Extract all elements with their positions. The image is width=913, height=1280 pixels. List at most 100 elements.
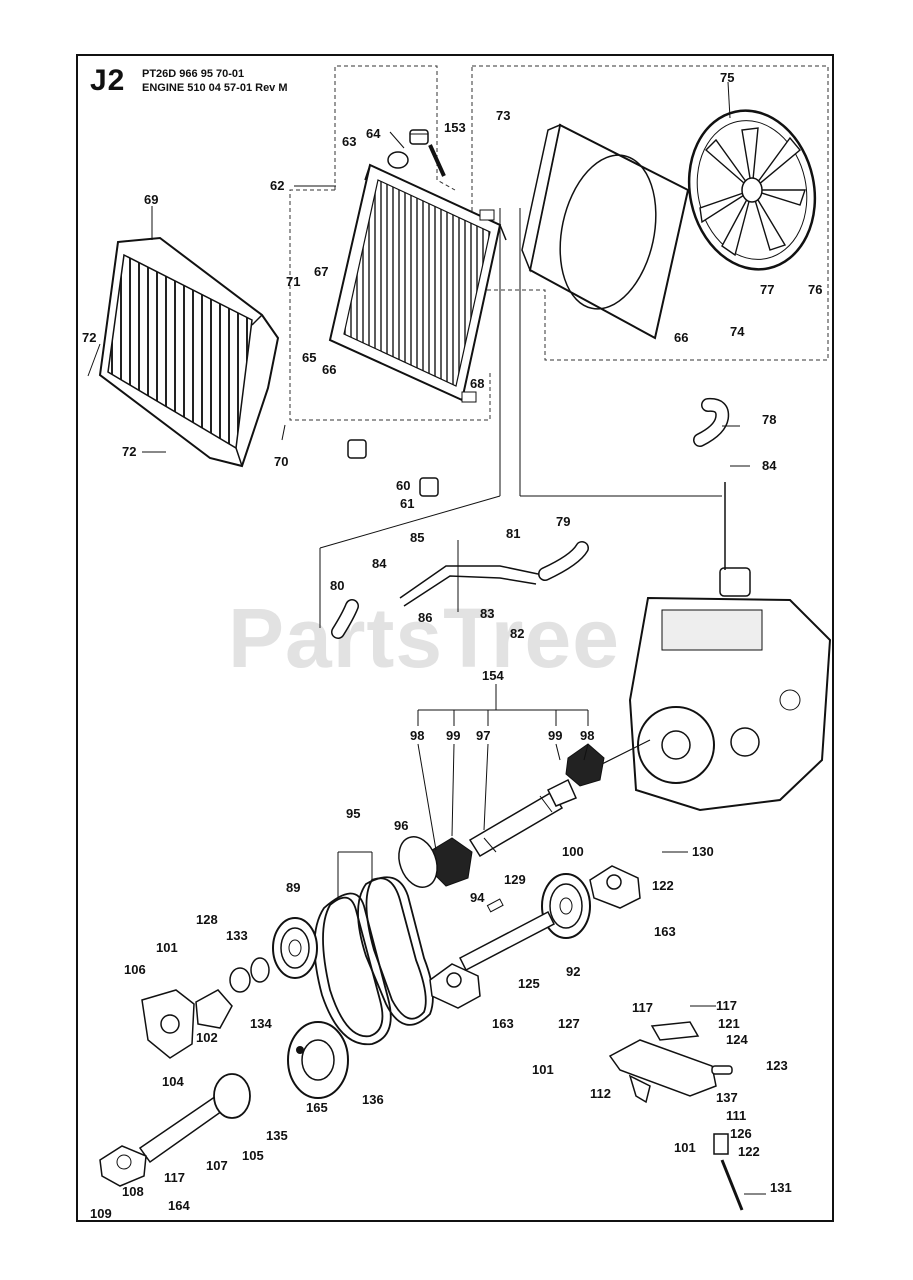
- callout-133: 133: [226, 928, 248, 943]
- idler-shaft: [458, 898, 556, 972]
- callout-99: 99: [446, 728, 460, 743]
- callout-70: 70: [274, 454, 288, 469]
- model-line: PT26D 966 95 70-01: [142, 68, 245, 80]
- callout-136: 136: [362, 1092, 384, 1107]
- callout-62: 62: [270, 178, 284, 193]
- callout-72: 72: [82, 330, 96, 345]
- callout-75: 75: [720, 70, 734, 85]
- callout-163: 163: [492, 1016, 514, 1031]
- callout-153: 153: [444, 120, 466, 135]
- callout-76: 76: [808, 282, 822, 297]
- callout-64: 64: [366, 126, 381, 141]
- callout-124: 124: [726, 1032, 748, 1047]
- flex-coupling: [429, 743, 605, 887]
- dashed-group-boxes: [289, 65, 829, 421]
- callout-101: 101: [674, 1140, 696, 1155]
- drive-belts: [313, 876, 434, 1046]
- callout-95: 95: [346, 806, 360, 821]
- callout-77: 77: [760, 282, 774, 297]
- callout-98: 98: [580, 728, 594, 743]
- callout-125: 125: [518, 976, 540, 991]
- callout-63: 63: [342, 134, 356, 149]
- callout-101: 101: [532, 1062, 554, 1077]
- callout-61: 61: [400, 496, 414, 511]
- clutch-assembly: [287, 1021, 349, 1099]
- callout-84: 84: [372, 556, 387, 571]
- callout-101: 101: [156, 940, 178, 955]
- callout-97: 97: [476, 728, 490, 743]
- callout-78: 78: [762, 412, 776, 427]
- callout-135: 135: [266, 1128, 288, 1143]
- engine-line: ENGINE 510 04 57-01 Rev M: [142, 82, 288, 94]
- callout-92: 92: [566, 964, 580, 979]
- page-code: J2: [90, 64, 126, 97]
- callout-127: 127: [558, 1016, 580, 1031]
- callout-122: 122: [652, 878, 674, 893]
- callout-126: 126: [730, 1126, 752, 1141]
- callout-107: 107: [206, 1158, 228, 1173]
- callout-83: 83: [480, 606, 494, 621]
- callout-131: 131: [770, 1180, 792, 1195]
- callout-69: 69: [144, 192, 158, 207]
- callout-102: 102: [196, 1030, 218, 1045]
- callout-129: 129: [504, 872, 526, 887]
- callout-60: 60: [396, 478, 410, 493]
- fan: [687, 109, 817, 271]
- belt-tensioner-bracket: [608, 1021, 744, 1211]
- radiator-cap: [409, 129, 446, 177]
- callout-73: 73: [496, 108, 510, 123]
- watermark: PartsTree: [228, 591, 620, 685]
- callout-89: 89: [286, 880, 300, 895]
- output-shaft: [99, 1073, 251, 1187]
- callout-98: 98: [410, 728, 424, 743]
- callout-122: 122: [738, 1144, 760, 1159]
- callout-112: 112: [590, 1086, 611, 1101]
- callout-130: 130: [692, 844, 714, 859]
- callout-123: 123: [766, 1058, 788, 1073]
- fan-shroud: [521, 123, 690, 340]
- pillow-block-bearing: [429, 865, 641, 1009]
- callout-134: 134: [250, 1016, 272, 1031]
- callout-65: 65: [302, 350, 316, 365]
- callout-96: 96: [394, 818, 408, 833]
- bearing-hub: [141, 957, 270, 1059]
- coolant-pipe: [399, 565, 539, 607]
- callout-105: 105: [242, 1148, 264, 1163]
- callout-154: 154: [482, 668, 504, 683]
- overflow-tank: [347, 439, 439, 497]
- callout-79: 79: [556, 514, 570, 529]
- callout-67: 67: [314, 264, 328, 279]
- leader-lines: [87, 81, 766, 1195]
- callout-117: 117: [632, 1000, 653, 1015]
- callout-100: 100: [562, 844, 584, 859]
- callout-84: 84: [762, 458, 777, 473]
- engine: [628, 482, 832, 812]
- callout-137: 137: [716, 1090, 738, 1105]
- callout-66: 66: [674, 330, 688, 345]
- radiator-core: [328, 151, 507, 403]
- engine-pulley: [272, 917, 318, 979]
- callout-66: 66: [322, 362, 336, 377]
- callout-165: 165: [306, 1100, 328, 1115]
- callout-111: 111: [726, 1108, 746, 1123]
- diagram-frame: [76, 54, 834, 1222]
- shaft-guard: [398, 836, 438, 888]
- callout-164: 164: [168, 1198, 190, 1213]
- callout-82: 82: [510, 626, 524, 641]
- lower-hose: [331, 541, 589, 639]
- callout-80: 80: [330, 578, 344, 593]
- callout-117: 117: [716, 998, 737, 1013]
- callout-85: 85: [410, 530, 424, 545]
- callout-94: 94: [470, 890, 485, 905]
- callout-121: 121: [718, 1016, 740, 1031]
- callout-106: 106: [124, 962, 146, 977]
- callout-86: 86: [418, 610, 432, 625]
- callout-163: 163: [654, 924, 676, 939]
- callout-81: 81: [506, 526, 520, 541]
- callout-108: 108: [122, 1184, 144, 1199]
- callout-104: 104: [162, 1074, 184, 1089]
- callout-128: 128: [196, 912, 218, 927]
